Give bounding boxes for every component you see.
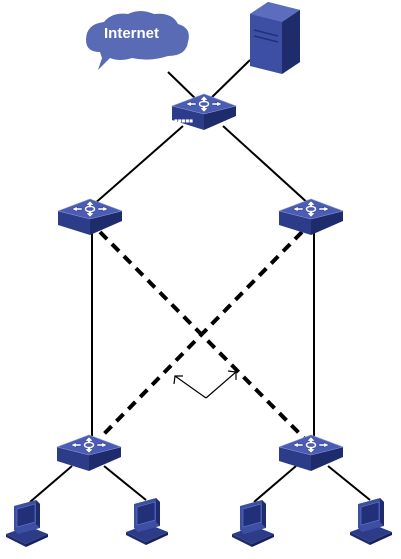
- pc-2: [126, 498, 168, 545]
- core-switch: ■■■■■: [172, 94, 236, 130]
- access-switch-left: [57, 435, 121, 471]
- core-switch-icon: [172, 94, 236, 130]
- pc-1-icon: [6, 500, 48, 547]
- link-server-core: [208, 60, 250, 101]
- arrow-up-right-icon: [206, 372, 236, 398]
- distribution-switch-right-icon: [279, 199, 343, 235]
- server: [250, 2, 300, 74]
- link-access-left-pc-1: [30, 466, 72, 502]
- pc-2-icon: [126, 498, 168, 545]
- pc-1: [6, 500, 48, 547]
- distribution-switch-left-icon: [58, 199, 122, 235]
- access-switch-right-icon: [279, 435, 343, 471]
- internet-label: Internet: [104, 25, 159, 42]
- link-core-distribution-left: [93, 126, 183, 205]
- access-switch-right: [279, 435, 343, 471]
- link-access-right-pc-3: [254, 466, 296, 502]
- pc-4-icon: [350, 498, 392, 545]
- link-core-distribution-right: [223, 126, 310, 205]
- pc-3: [232, 500, 274, 547]
- distribution-switch-right: [279, 199, 343, 235]
- pc-3-icon: [232, 500, 274, 547]
- arrow-up-left-icon: [175, 376, 206, 398]
- core-switch-tag: ■■■■■: [174, 118, 193, 123]
- internet-cloud: Internet: [86, 11, 189, 70]
- pc-4: [350, 498, 392, 545]
- link-access-right-pc-4: [328, 466, 370, 500]
- link-access-left-pc-2: [104, 466, 146, 500]
- traffic-direction-arrows: [174, 371, 236, 398]
- access-switch-left-icon: [57, 435, 121, 471]
- distribution-switch-left: [58, 199, 122, 235]
